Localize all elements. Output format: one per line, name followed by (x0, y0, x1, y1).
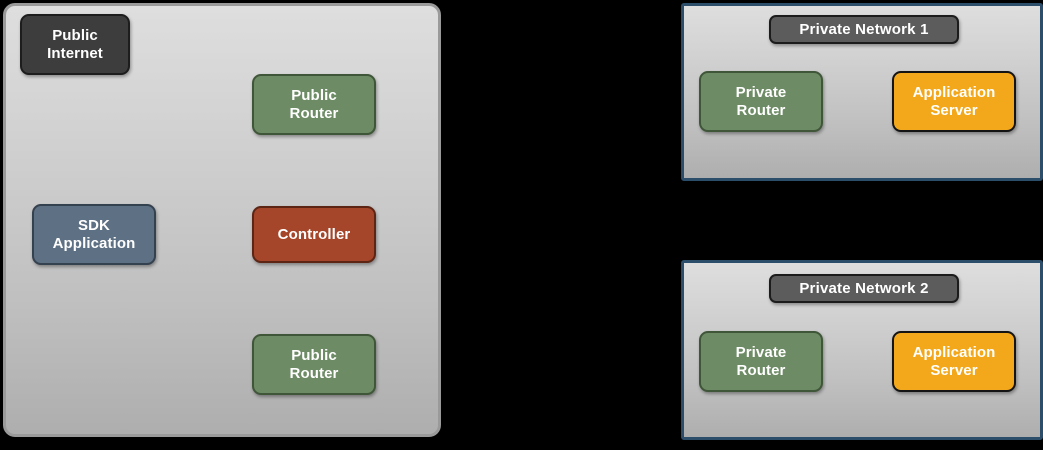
node-public-internet[interactable]: Public Internet (20, 14, 130, 75)
node-private-router-1[interactable]: Private Router (699, 71, 823, 132)
node-application-server-2[interactable]: Application Server (892, 331, 1016, 392)
private-network-1-panel: Private Network 1 Private Router Applica… (681, 3, 1043, 181)
node-private-router-2[interactable]: Private Router (699, 331, 823, 392)
private-network-1-title-badge: Private Network 1 (769, 15, 959, 44)
node-public-router-top[interactable]: Public Router (252, 74, 376, 135)
node-public-router-bottom[interactable]: Public Router (252, 334, 376, 395)
node-controller[interactable]: Controller (252, 206, 376, 263)
private-network-2-panel: Private Network 2 Private Router Applica… (681, 260, 1043, 440)
public-zone-panel: Public Internet Public Router SDK Applic… (3, 3, 441, 437)
private-network-2-title-badge: Private Network 2 (769, 274, 959, 303)
node-application-server-1[interactable]: Application Server (892, 71, 1016, 132)
node-sdk-application[interactable]: SDK Application (32, 204, 156, 265)
